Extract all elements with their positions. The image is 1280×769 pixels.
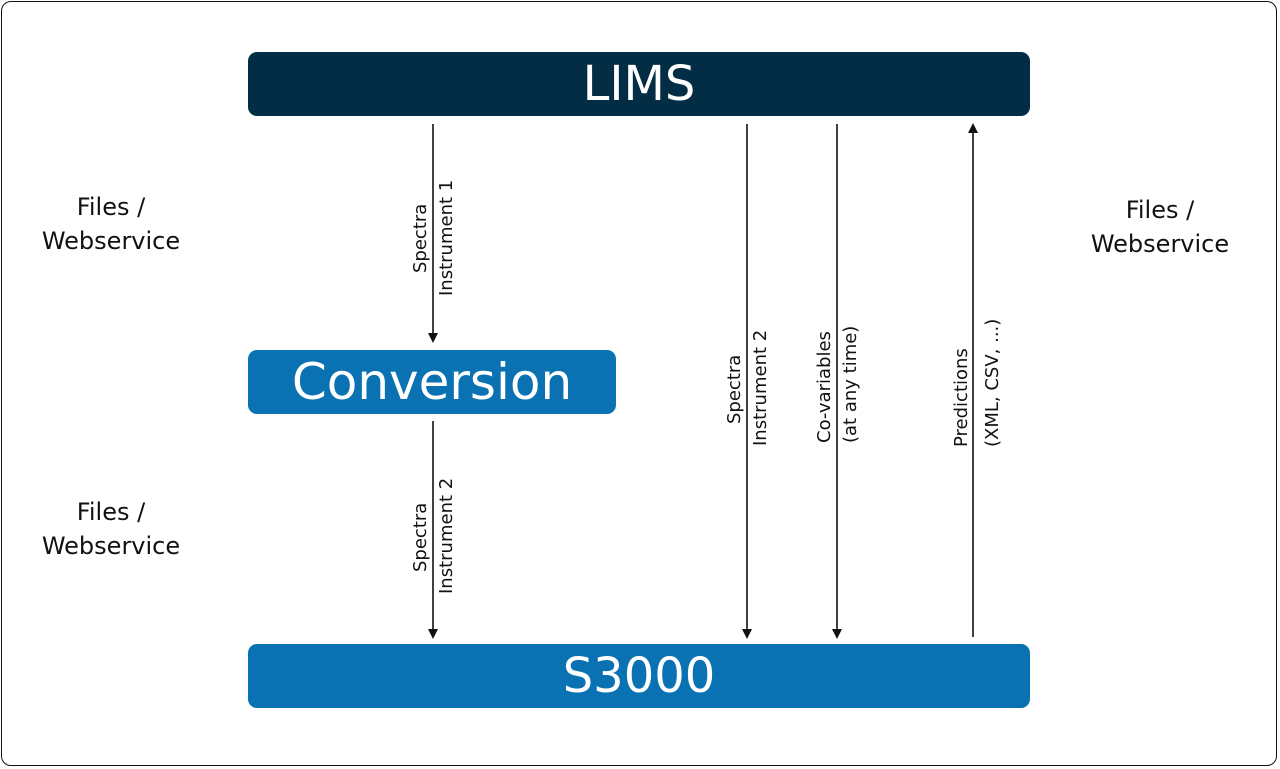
arrow-label-lims-to-conversion-2: Instrument 1 xyxy=(436,180,457,296)
side-label-line: Webservice xyxy=(41,227,181,255)
side-label-line: Files / xyxy=(76,498,146,526)
s3000-label: S3000 xyxy=(562,648,716,704)
arrow-label-lims-to-s3000-spectra-2: Instrument 2 xyxy=(750,330,771,446)
conversion-box: Conversion xyxy=(248,350,616,414)
arrow-label-conversion-to-s3000-2: Instrument 2 xyxy=(436,478,457,594)
arrow-label-conversion-to-s3000-1: Spectra xyxy=(410,503,431,572)
conversion-label: Conversion xyxy=(291,353,573,411)
side-label-left-top: Files / Webservice xyxy=(34,190,188,258)
side-label-line: Webservice xyxy=(41,532,181,560)
side-label-left-bottom: Files / Webservice xyxy=(34,495,188,563)
lims-label: LIMS xyxy=(582,56,696,112)
side-label-line: Files / xyxy=(76,193,146,221)
side-label-right: Files / Webservice xyxy=(1082,193,1238,261)
arrow-label-lims-to-s3000-spectra-1: Spectra xyxy=(724,355,745,424)
arrow-label-lims-to-conversion-1: Spectra xyxy=(410,204,431,273)
arrow-label-s3000-to-lims-predictions-2: (XML, CSV, ...) xyxy=(982,319,1003,447)
s3000-box: S3000 xyxy=(248,644,1030,708)
arrow-label-lims-to-s3000-covariables-2: (at any time) xyxy=(840,326,861,443)
side-label-line: Files / xyxy=(1125,196,1195,224)
arrow-label-s3000-to-lims-predictions-1: Predictions xyxy=(951,348,972,447)
side-label-line: Webservice xyxy=(1090,230,1230,258)
arrow-label-lims-to-s3000-covariables-1: Co-variables xyxy=(814,331,835,443)
lims-box: LIMS xyxy=(248,52,1030,116)
